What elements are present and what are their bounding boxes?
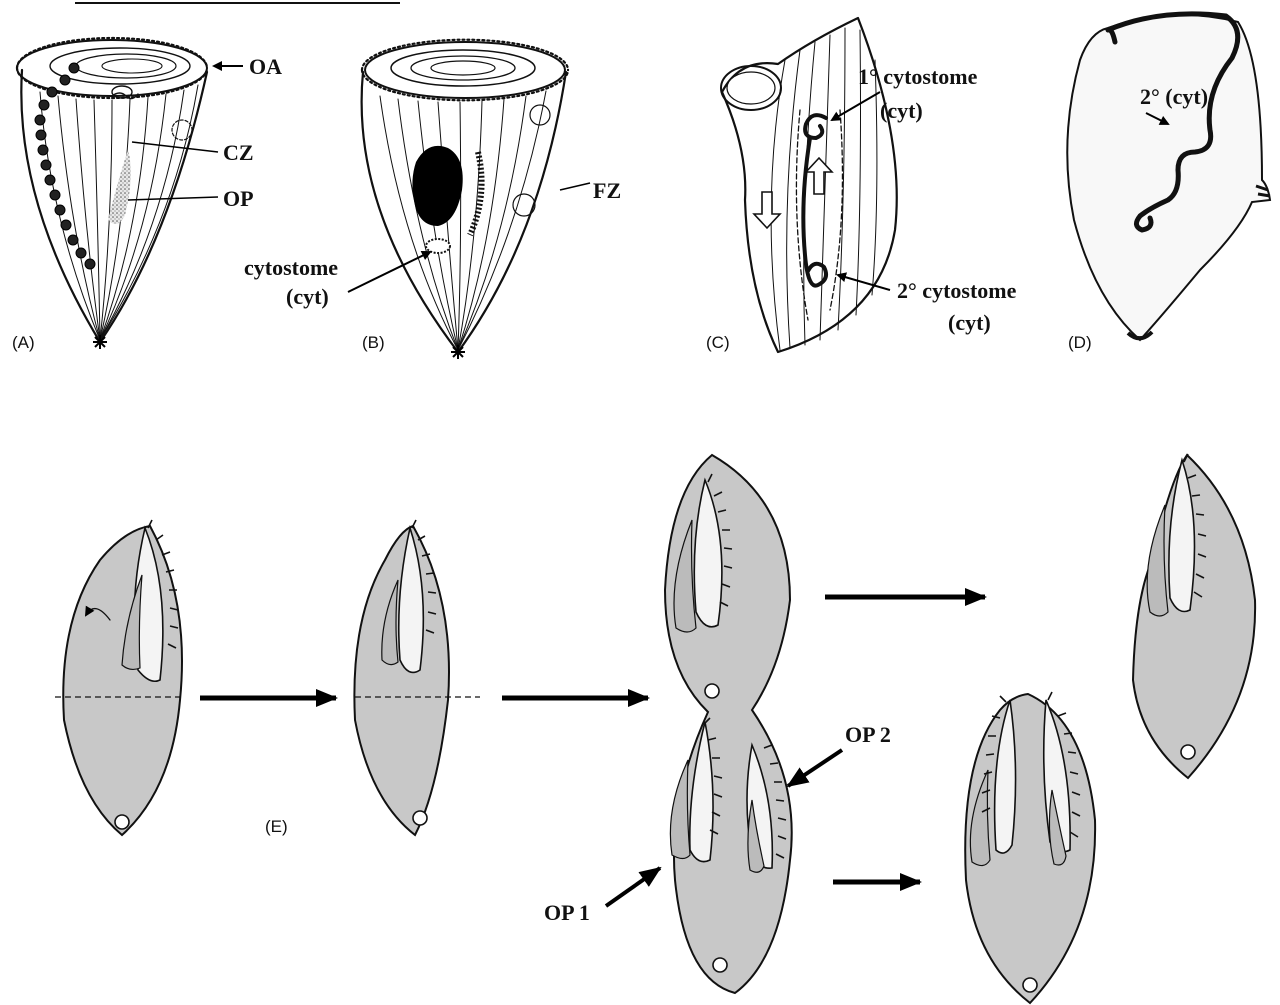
panel-d-cell (1067, 14, 1270, 340)
primary-cytostome-pointer (832, 92, 880, 120)
panel-d-body-outline (1067, 15, 1270, 340)
panel-b-nucleus (412, 146, 462, 226)
op-label: OP (223, 186, 254, 211)
panel-a-label: (A) (12, 333, 35, 352)
op2-pointer (788, 750, 842, 786)
panel-e-cell-2 (354, 520, 480, 835)
secondary-cytostome-label: 2° cytostome (897, 278, 1017, 303)
op1-pointer (606, 868, 660, 906)
fz-pointer (560, 183, 590, 190)
panel-e-cell-1 (55, 520, 185, 835)
panel-a-stentor (17, 38, 207, 349)
op2-label: OP 2 (845, 722, 891, 747)
cz-label: CZ (223, 140, 254, 165)
panel-e-cell-3-dividing (665, 455, 792, 993)
fz-label: FZ (593, 178, 621, 203)
panel-e-cell-4-daughter (1133, 454, 1255, 778)
panel-b-body-outline (362, 72, 566, 352)
cytostome-label: cytostome (244, 255, 338, 280)
oa-label: OA (249, 54, 282, 79)
panel-b-label: (B) (362, 333, 385, 352)
primary-cytostome-label: 1° cytostome (858, 64, 978, 89)
cytostome-pointer (348, 252, 430, 292)
panel-e-cell-5-daughter (965, 692, 1095, 1003)
primary-cyt-label: (cyt) (880, 98, 923, 123)
panel-e-label: (E) (265, 817, 288, 836)
secondary-cytostome-pointer (838, 275, 890, 290)
cyt-label: (cyt) (286, 284, 329, 309)
panel-d-label: (D) (1068, 333, 1092, 352)
panel-b-stentor (362, 40, 568, 359)
panel-c-label: (C) (706, 333, 730, 352)
op1-label: OP 1 (544, 900, 590, 925)
secondary-cyt-d-label: 2° (cyt) (1140, 84, 1208, 109)
op-pointer (128, 197, 218, 200)
secondary-cyt-label: (cyt) (948, 310, 991, 335)
